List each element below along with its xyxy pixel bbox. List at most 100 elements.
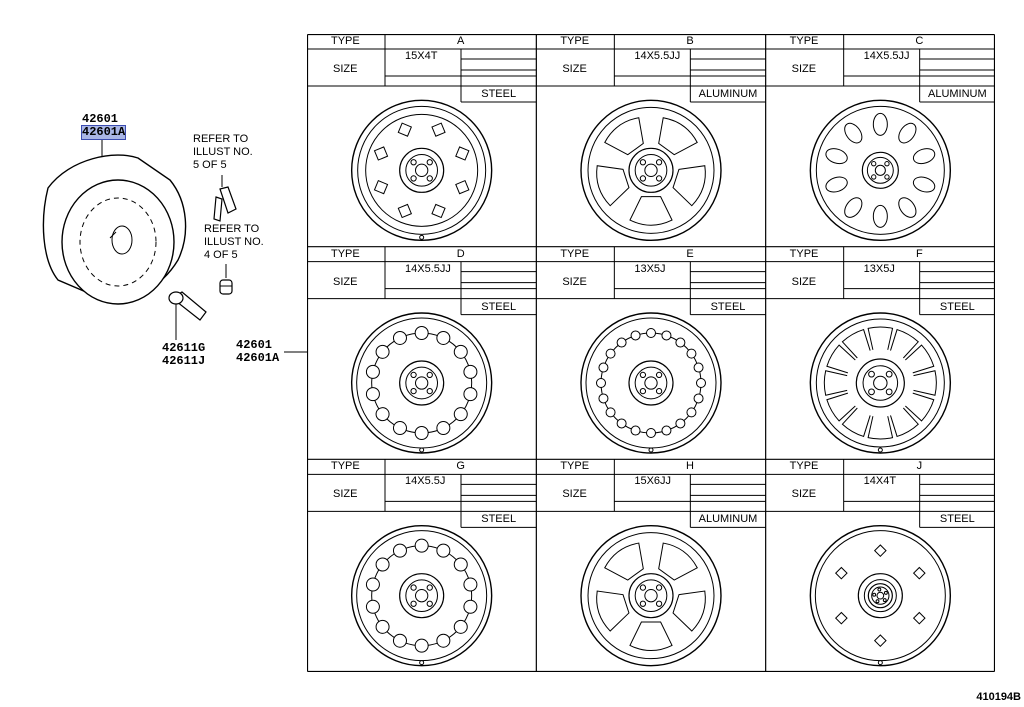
highlighted-part-number[interactable]: 42601A bbox=[80, 125, 127, 140]
size-label: SIZE bbox=[791, 488, 817, 501]
wheel-hole bbox=[844, 197, 863, 218]
wheel-stroke bbox=[884, 161, 890, 167]
wheel-stroke bbox=[655, 387, 663, 395]
wheel-stroke bbox=[580, 99, 722, 242]
size-label: SIZE bbox=[791, 275, 817, 288]
wheel-stroke bbox=[365, 577, 380, 592]
wheel-stroke bbox=[862, 365, 899, 401]
wheel-stroke bbox=[415, 376, 429, 390]
wheel-stroke bbox=[436, 330, 451, 345]
arch-window bbox=[905, 392, 935, 422]
size-label: SIZE bbox=[333, 488, 358, 501]
wheel-hole bbox=[912, 148, 936, 165]
wheel-stroke bbox=[877, 587, 882, 592]
valve-part-number: 42611G 42611J bbox=[162, 341, 206, 368]
wheel-stroke bbox=[375, 344, 390, 359]
wheel-stroke bbox=[414, 638, 429, 653]
wheel-stroke bbox=[634, 366, 668, 400]
wheel-stroke bbox=[426, 159, 433, 166]
spoke-window bbox=[658, 542, 698, 581]
material-label: ALUMINUM bbox=[698, 88, 758, 100]
wheel-hole bbox=[872, 112, 888, 136]
wheel-stroke bbox=[415, 589, 429, 603]
wheel-part-number: 42601 42601A bbox=[80, 112, 127, 140]
wheel-stroke bbox=[350, 99, 493, 242]
wheel-stroke bbox=[655, 159, 663, 166]
wheel-stroke bbox=[375, 619, 390, 634]
wheel-stroke bbox=[605, 407, 616, 418]
wheel-stroke bbox=[872, 592, 877, 597]
spare-slot bbox=[873, 544, 887, 558]
material-label: STEEL bbox=[481, 88, 517, 100]
table-part-number: 42601 42601A bbox=[236, 338, 280, 365]
arch-window bbox=[867, 326, 894, 350]
wheel-stroke bbox=[392, 421, 407, 436]
wheel-stroke bbox=[616, 418, 627, 429]
wheel-stroke bbox=[410, 371, 417, 379]
wheel-slot bbox=[397, 122, 413, 137]
wheel-hole bbox=[825, 176, 848, 193]
wheel-stroke bbox=[655, 371, 663, 379]
wheel-stroke bbox=[693, 362, 704, 373]
valve-cap-icon bbox=[219, 264, 233, 295]
spoke-window bbox=[672, 590, 706, 632]
wheel-stroke bbox=[414, 326, 429, 340]
wheel-slot bbox=[431, 203, 446, 219]
type-value: B bbox=[686, 35, 694, 47]
spoke-window bbox=[596, 590, 630, 632]
wheel-stroke bbox=[809, 99, 952, 242]
material-label: STEEL bbox=[939, 300, 975, 313]
wheel-stroke bbox=[436, 543, 451, 558]
wheel-stroke bbox=[876, 591, 885, 600]
spoke-window bbox=[658, 117, 698, 156]
wheel-stroke bbox=[873, 375, 888, 391]
wheel-stroke bbox=[350, 312, 493, 454]
size-value: 14X5.5JJ bbox=[405, 262, 451, 275]
wheel-stroke bbox=[587, 532, 715, 660]
wheel-stroke bbox=[405, 579, 439, 613]
wheel-stroke bbox=[392, 330, 407, 345]
wheel-stroke bbox=[365, 599, 380, 614]
size-value: 13X5J bbox=[863, 262, 895, 275]
wheel-stroke bbox=[885, 370, 893, 378]
wheel-stroke bbox=[365, 364, 380, 379]
spare-slot bbox=[912, 611, 926, 625]
wheel-assembly-illustration bbox=[42, 140, 187, 305]
size-label: SIZE bbox=[562, 488, 587, 501]
wheel-stroke bbox=[675, 337, 686, 348]
wheel-stroke bbox=[875, 599, 880, 604]
wheel-stroke bbox=[410, 159, 417, 166]
wheel-stroke bbox=[686, 348, 697, 359]
arch-window bbox=[905, 344, 935, 374]
arch-window bbox=[823, 370, 848, 396]
wheel-stroke bbox=[871, 161, 877, 167]
arch-window bbox=[890, 407, 919, 438]
material-label: STEEL bbox=[481, 300, 517, 313]
wheel-stroke bbox=[639, 159, 647, 166]
wheel-slot bbox=[373, 146, 389, 161]
type-label: TYPE bbox=[789, 35, 819, 47]
wheel-stroke bbox=[580, 524, 722, 667]
wheel-stroke bbox=[419, 447, 425, 453]
wheel-stroke bbox=[415, 163, 429, 177]
spoke-window bbox=[604, 542, 644, 581]
wheel-stroke bbox=[696, 378, 706, 388]
type-value: E bbox=[686, 247, 694, 260]
wheel-stroke bbox=[809, 524, 952, 667]
type-label: TYPE bbox=[789, 247, 819, 260]
wheel-stroke bbox=[634, 579, 668, 613]
wheel-stroke bbox=[686, 407, 697, 418]
wheel-stroke bbox=[871, 174, 877, 180]
balance-weight-lower-icon bbox=[213, 196, 223, 222]
wheel-stroke bbox=[410, 584, 417, 591]
wheel-stroke bbox=[661, 330, 672, 341]
wheel-stroke bbox=[580, 312, 722, 454]
wheel-stroke bbox=[877, 447, 883, 453]
wheel-stroke bbox=[639, 175, 647, 182]
refer-note-top: REFER TO ILLUST NO. 5 OF 5 bbox=[193, 133, 253, 171]
wheel-stroke bbox=[426, 600, 433, 607]
wheel-hole bbox=[844, 122, 863, 144]
wheel-stroke bbox=[648, 447, 654, 453]
type-label: TYPE bbox=[789, 460, 819, 473]
size-label: SIZE bbox=[562, 63, 587, 75]
